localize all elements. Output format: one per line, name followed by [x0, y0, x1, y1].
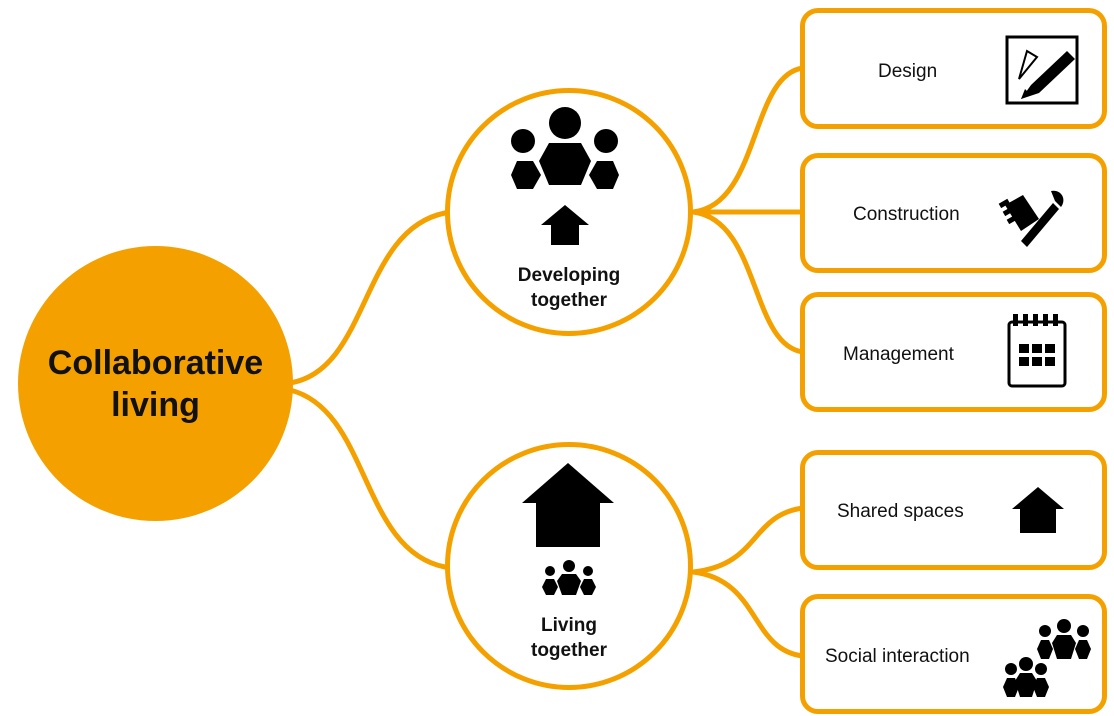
- root-label-line2: living: [111, 385, 200, 424]
- team-building-icon: [511, 107, 619, 245]
- connector-root-to-developing: [287, 210, 448, 386]
- house-icon: [522, 463, 614, 547]
- root-label: Collaborative living: [36, 342, 276, 426]
- root-node-collaborative-living: Collaborative living: [18, 246, 293, 521]
- house-icon: [1012, 487, 1064, 533]
- construction-tools-icon: [998, 190, 1064, 247]
- connector-developing-to-design: [690, 65, 806, 215]
- hub-label-living: Living together: [450, 613, 688, 663]
- connector-developing-to-management: [690, 209, 806, 355]
- people-group-icon: [1003, 619, 1091, 697]
- hub-label-living-line2: together: [531, 640, 607, 661]
- leaf-label-social-interaction: Social interaction: [825, 646, 970, 667]
- leaf-shared-spaces: Shared spaces: [800, 450, 1107, 570]
- leaf-construction: Construction: [800, 153, 1107, 273]
- leaf-label-construction: Construction: [853, 204, 960, 225]
- root-label-line1: Collaborative: [47, 343, 264, 382]
- leaf-design: Design: [800, 8, 1107, 129]
- calendar-icon: [1007, 314, 1067, 388]
- leaf-label-design: Design: [878, 61, 938, 82]
- design-pen-icon: [1005, 35, 1079, 105]
- hub-developing-together: Developing together: [445, 88, 693, 336]
- connector-root-to-living: [287, 387, 448, 570]
- hub-label-developing: Developing together: [450, 263, 688, 313]
- hub-label-living-line1: Living: [541, 615, 597, 636]
- connector-living-to-social-interaction: [690, 569, 806, 659]
- leaf-label-management: Management: [843, 344, 954, 365]
- people-group-icon: [542, 560, 596, 595]
- connector-living-to-shared-spaces: [690, 505, 806, 575]
- leaf-label-shared-spaces: Shared spaces: [837, 501, 964, 522]
- hub-label-developing-line2: together: [531, 290, 607, 311]
- hub-living-together: Living together: [445, 442, 693, 690]
- leaf-social-interaction: Social interaction: [800, 594, 1107, 714]
- hub-label-developing-line1: Developing: [517, 265, 621, 286]
- leaf-management: Management: [800, 292, 1107, 412]
